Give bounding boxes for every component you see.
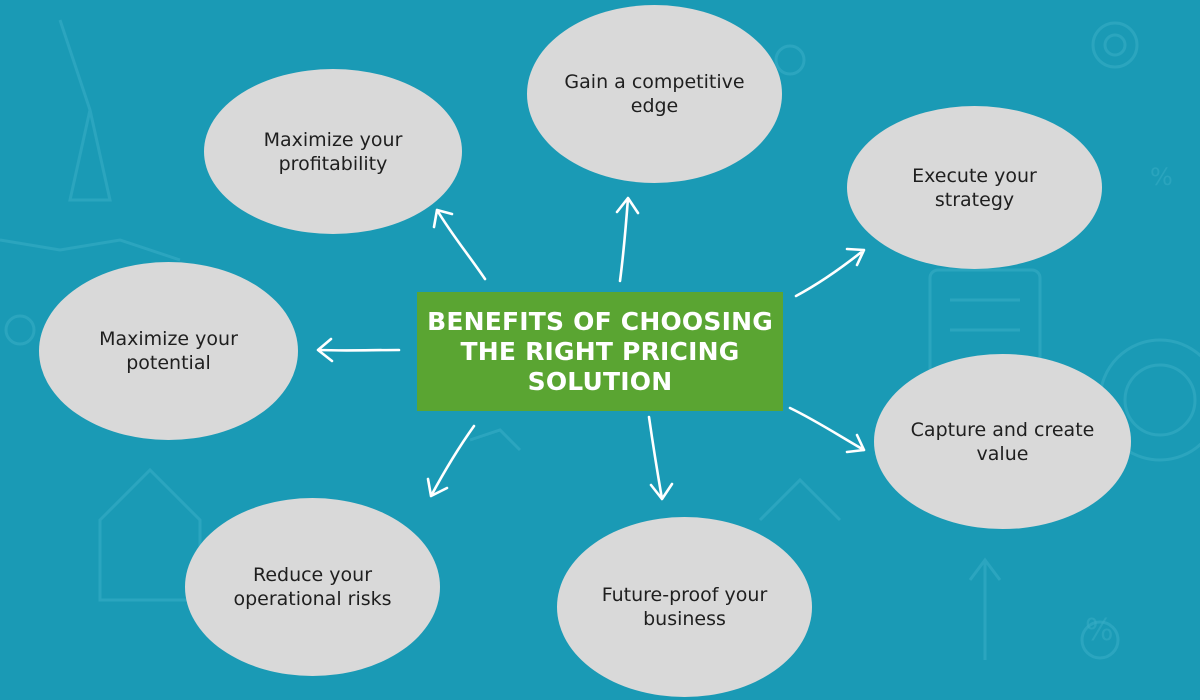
- svg-text:%: %: [1150, 163, 1173, 191]
- node-gain-competitive-edge: Gain a competitive edge: [527, 5, 782, 183]
- node-capture-value: Capture and create value: [874, 354, 1131, 529]
- svg-text:%: %: [1085, 613, 1114, 648]
- node-maximize-potential: Maximize your potential: [39, 262, 298, 440]
- node-future-proof: Future-proof your business: [557, 517, 812, 697]
- node-label: Maximize your potential: [99, 328, 238, 374]
- node-reduce-risks: Reduce your operational risks: [185, 498, 440, 676]
- center-title: BENEFITS OF CHOOSING THE RIGHT PRICING S…: [427, 306, 773, 396]
- node-execute-strategy: Execute your strategy: [847, 106, 1102, 269]
- node-label: Execute your strategy: [912, 164, 1037, 211]
- node-label: Maximize your profitability: [263, 128, 403, 175]
- node-label: Future-proof your business: [601, 584, 768, 630]
- center-title-box: BENEFITS OF CHOOSING THE RIGHT PRICING S…: [417, 292, 783, 411]
- node-label: Gain a competitive edge: [564, 71, 745, 117]
- node-label: Reduce your operational risks: [233, 564, 392, 610]
- node-label: Capture and create value: [910, 418, 1095, 465]
- node-maximize-profitability: Maximize your profitability: [204, 69, 462, 234]
